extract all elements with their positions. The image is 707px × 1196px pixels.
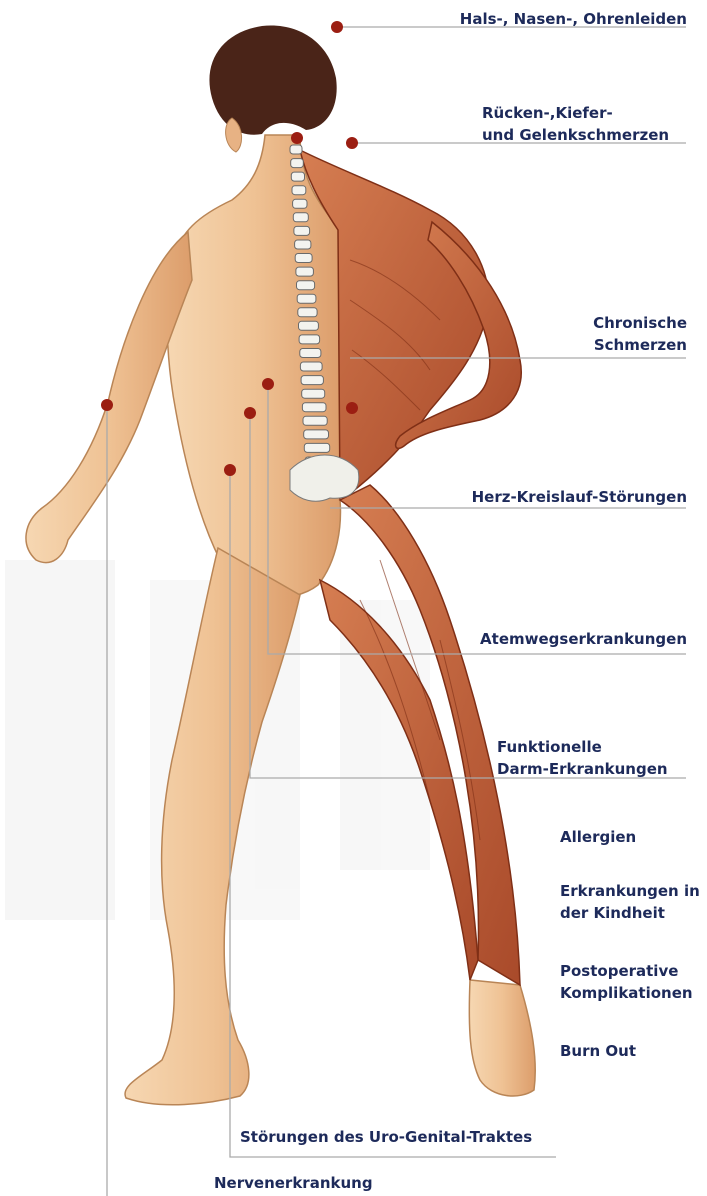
vertebra — [290, 145, 302, 154]
vertebra — [304, 443, 329, 452]
label-allergien: Allergien — [560, 826, 636, 848]
acupuncture-point — [224, 464, 236, 476]
vertebra — [296, 267, 314, 276]
hair — [209, 26, 336, 135]
vertebra — [297, 294, 316, 303]
vertebra — [301, 376, 323, 385]
acupuncture-point — [262, 378, 274, 390]
vertebra — [297, 281, 315, 290]
vertebra — [295, 254, 312, 263]
acupuncture-point — [244, 407, 256, 419]
vertebra — [304, 430, 329, 439]
vertebra — [300, 362, 322, 371]
vertebra — [292, 186, 306, 195]
vertebra — [293, 213, 308, 222]
label-ruecken: Rücken-,Kiefer-und Gelenkschmerzen — [482, 102, 669, 146]
label-chronisch: ChronischeSchmerzen — [593, 312, 687, 356]
acupuncture-point — [346, 402, 358, 414]
acupuncture-point — [331, 21, 343, 33]
vertebra — [302, 389, 325, 398]
vertebra — [291, 159, 304, 168]
acupuncture-point — [101, 399, 113, 411]
label-burnout: Burn Out — [560, 1040, 636, 1062]
vertebra — [295, 240, 311, 249]
vertebra — [302, 403, 326, 412]
vertebra — [300, 349, 321, 358]
label-atemweg: Atemwegserkrankungen — [480, 628, 687, 650]
label-herz: Herz-Kreislauf-Störungen — [472, 486, 687, 508]
vertebra — [293, 199, 307, 208]
acupuncture-point — [291, 132, 303, 144]
vertebra — [303, 416, 327, 425]
acupuncture-point — [346, 137, 358, 149]
vertebra — [291, 172, 304, 181]
vertebra — [294, 226, 310, 235]
label-hals: Hals-, Nasen-, Ohrenleiden — [460, 8, 687, 30]
label-uro: Störungen des Uro-Genital-Traktes — [240, 1126, 532, 1148]
label-darm: FunktionelleDarm-Erkrankungen — [497, 736, 668, 780]
pelvis — [290, 455, 359, 501]
vertebra — [299, 321, 319, 330]
vertebra — [299, 335, 320, 344]
label-postop: PostoperativeKomplikationen — [560, 960, 693, 1004]
label-nerven: Nervenerkrankung — [214, 1172, 373, 1194]
label-kindheit: Erkrankungen inder Kindheit — [560, 880, 700, 924]
vertebra — [298, 308, 317, 317]
